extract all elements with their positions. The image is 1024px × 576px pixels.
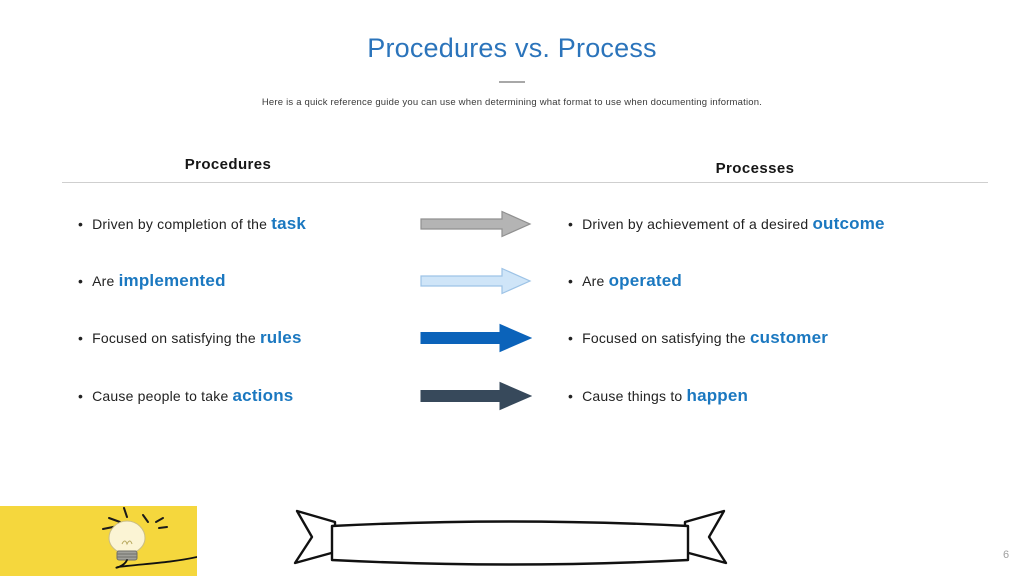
bullet-glyph: • [78,273,84,289]
item-text: Driven by achievement of a desired [582,216,813,232]
blue-arrow-icon [420,323,533,353]
ribbon-banner [290,505,730,576]
item-text: Driven by completion of the [92,216,272,232]
yellow-accent-box [0,506,198,576]
item-keyword: task [271,214,307,233]
bullet-glyph: • [78,330,84,346]
item-keyword: actions [232,386,294,405]
processes-item: • Driven by achievement of a desired outc… [568,210,885,238]
processes-item: • Focused on satisfying the customer [568,324,828,352]
slide-subtitle: Here is a quick reference guide you can … [261,97,763,108]
lightbulb-icon [102,507,198,569]
item-text: Cause people to take [92,388,233,404]
title-divider-dash [499,81,525,83]
comparison-row: • Driven by completion of the task • Drive… [0,210,1024,238]
bullet-glyph: • [78,388,84,404]
item-text: Cause things to [582,388,687,404]
procedures-item: • Are implemented [78,267,226,295]
procedures-item: • Driven by completion of the task [78,210,306,238]
bullet-glyph: • [568,273,574,289]
page-number: 6 [1002,549,1010,561]
column-header-processes: Processes [715,160,795,177]
procedures-item: • Focused on satisfying the rules [78,324,302,352]
item-keyword: rules [259,328,302,347]
slide-title: Procedures vs. Process [367,33,657,63]
bullet-glyph: • [568,330,574,346]
bullet-glyph: • [568,388,574,404]
comparison-row: • Focused on satisfying the rules • Focuse… [0,323,1024,353]
column-header-procedures: Procedures [184,156,272,173]
processes-item: • Are operated [568,267,682,295]
bullet-glyph: • [78,216,84,232]
procedures-item: • Cause people to take actions [78,382,293,410]
item-text: Are [582,273,609,289]
item-text: Are [92,273,119,289]
gray-arrow-icon [420,209,532,239]
comparison-row: • Cause people to take actions • Cause thi… [0,381,1024,411]
item-keyword: customer [749,328,829,347]
processes-item: • Cause things to happen [568,382,748,410]
item-keyword: happen [686,386,749,405]
item-text: Focused on satisfying the [92,330,260,346]
bullet-glyph: • [568,216,574,232]
light-blue-arrow-icon [420,266,532,296]
comparison-row: • Are implemented • Are operated [0,267,1024,295]
header-divider-line [62,182,988,183]
item-keyword: implemented [118,271,226,290]
item-keyword: operated [608,271,682,290]
item-text: Focused on satisfying the [582,330,750,346]
item-keyword: outcome [812,214,885,233]
dark-slate-arrow-icon [420,381,533,411]
